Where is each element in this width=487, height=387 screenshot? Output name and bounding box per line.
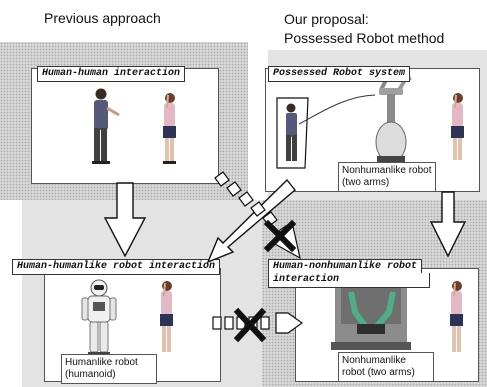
cross-mark-top [263,219,297,253]
humanlike-robot-label: Humanlike robot (humanoid) [61,354,157,384]
cross-mark-bottom [233,307,267,343]
arrow-left-down [103,182,147,258]
human-human-title: Human-human interaction [37,66,186,82]
control-cable [298,94,376,125]
human-human-illustration [92,88,176,164]
proposal-heading-line2: Possessed Robot method [284,30,445,46]
person-woman-figure-2 [451,93,464,160]
nonhumanlike-robot-label: Nonhumanlike robot (two arms) [338,352,434,382]
possessed-robot-title: Possessed Robot system [268,66,411,82]
humanlike-illustration [81,279,173,356]
possessed-robot-label: Nonhumanlike robot (two arms) [338,162,436,192]
possessed-robot-illustration [276,72,464,169]
person-man-figure [92,88,120,164]
previous-approach-heading: Previous approach [44,10,161,26]
person-woman-figure-4 [450,281,463,352]
nonhumanlike-title-line1: Human-nonhumanlike robot [268,259,423,274]
person-woman-figure-3 [160,281,173,352]
proposal-heading-line1: Our proposal: [284,11,369,27]
arrow-right-down [429,191,467,258]
arrow-diagonal-proposal [206,178,296,264]
humanoid-robot-figure [81,279,117,356]
nonhumanlike-illustration [331,281,463,352]
humanlike-title: Human-humanlike robot interaction [12,259,221,275]
two-arm-robot-figure [331,282,411,350]
person-woman-figure [163,93,176,164]
operator-figure [286,103,297,161]
nonhumanlike-title-line2: interaction [268,273,430,288]
